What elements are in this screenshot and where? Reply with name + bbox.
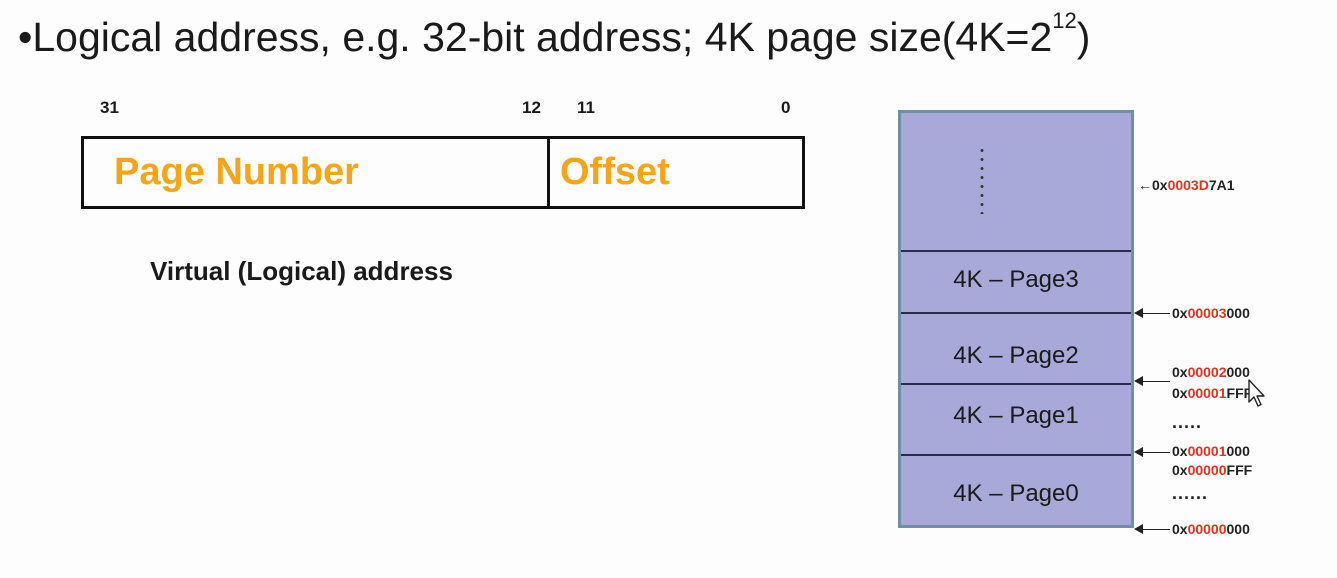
address-marker-00000000: 0x00000000	[1172, 521, 1250, 537]
page3-page2-boundary	[901, 312, 1131, 314]
marker-prefix: 0x	[1172, 443, 1188, 459]
page3-label: 4K – Page3	[953, 266, 1079, 293]
bit-0-label: 0	[781, 98, 791, 117]
page-number-field: Page Number	[84, 139, 550, 206]
marker-prefix: 0x	[1172, 521, 1188, 537]
offset-field: Offset	[560, 151, 670, 193]
page2-label: 4K – Page2	[953, 342, 1079, 369]
marker-page-bits: 00001	[1187, 385, 1227, 401]
page0-label: 4K – Page0	[953, 480, 1079, 507]
marker-offset-bits: 000	[1226, 521, 1250, 537]
marker-page-bits: 00002	[1187, 364, 1227, 380]
virtual-address-caption: Virtual (Logical) address	[150, 256, 453, 286]
marker-arrow-icon: ←	[1138, 177, 1152, 193]
title-text: •Logical address, e.g. 32-bit address; 4…	[18, 14, 1053, 60]
marker-page-bits: 00000	[1187, 521, 1227, 537]
mouse-pointer-icon	[1248, 379, 1265, 407]
title-exponent: 12	[1052, 8, 1077, 33]
marker-page-bits: 00000	[1187, 462, 1227, 478]
address-marker-0003D7A1: ←0x0003D7A1	[1138, 177, 1235, 193]
arrow-0x00001000-icon	[1134, 447, 1170, 457]
address-marker-00003000: 0x00003000	[1172, 305, 1250, 321]
page1-page0-boundary	[901, 454, 1131, 456]
address-marker-00002000: 0x00002000	[1172, 364, 1250, 380]
title-suffix: )	[1076, 14, 1091, 60]
memory-block: 4K – Page3 4K – Page2 4K – Page1 4K – Pa…	[898, 110, 1134, 528]
page1-label: 4K – Page1	[953, 402, 1079, 429]
address-layout-box: Page Number Offset	[81, 136, 805, 209]
marker-prefix: 0x	[1172, 462, 1188, 478]
marker-page-bits: 0003D	[1167, 177, 1209, 193]
bit-11-label: 11	[577, 98, 595, 117]
bit-12-label: 12	[522, 98, 541, 117]
address-marker-00000FFF: 0x00000FFF	[1172, 462, 1252, 478]
arrow-0x00003000-icon	[1134, 308, 1170, 318]
marker-offset-bits: 000	[1226, 443, 1250, 459]
marker-offset-bits: FFF	[1226, 385, 1253, 401]
bit-31-label: 31	[100, 98, 119, 117]
marker-prefix: 0x	[1172, 385, 1188, 401]
ellipsis-a: .....	[1172, 412, 1203, 432]
address-marker-00001000: 0x00001000	[1172, 443, 1250, 459]
vertical-ellipsis-icon	[980, 146, 984, 214]
arrow-page-boundary-2-icon	[1134, 376, 1170, 386]
marker-page-bits: 00003	[1187, 305, 1227, 321]
marker-offset-bits: FFF	[1226, 462, 1253, 478]
marker-prefix: 0x	[1172, 364, 1188, 380]
ellipsis-b: ......	[1172, 483, 1209, 503]
marker-offset-bits: 000	[1226, 305, 1250, 321]
page3-top-boundary	[901, 250, 1131, 252]
slide-title: •Logical address, e.g. 32-bit address; 4…	[18, 10, 1091, 61]
arrow-0x00000000-icon	[1134, 524, 1170, 534]
marker-page-bits: 00001	[1187, 443, 1227, 459]
page2-page1-boundary	[901, 383, 1131, 385]
marker-offset-bits: 7A1	[1208, 177, 1235, 193]
marker-prefix: 0x	[1172, 305, 1188, 321]
marker-offset-bits: 000	[1226, 364, 1250, 380]
marker-prefix: 0x	[1152, 177, 1168, 193]
address-marker-00001FFF: 0x00001FFF	[1172, 385, 1252, 401]
